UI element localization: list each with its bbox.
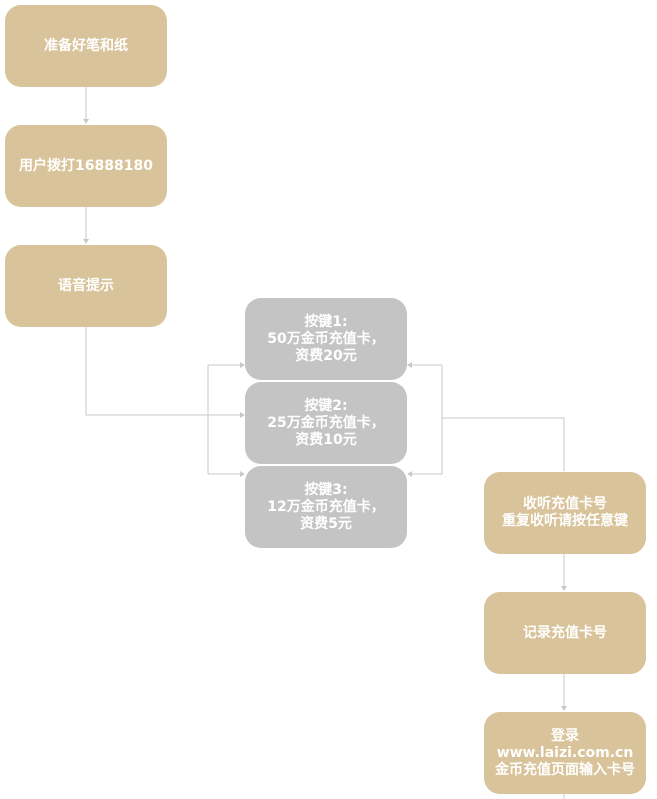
node-key1: 按键1: 50万金币充值卡， 资费20元: [245, 298, 407, 380]
arrowhead: [407, 362, 412, 368]
node-dial: 用户拨打16888180: [5, 125, 167, 207]
node-voice-prompt: 语音提示: [5, 245, 167, 327]
arrowhead: [561, 706, 567, 711]
node-key3: 按键3: 12万金币充值卡， 资费5元: [245, 466, 407, 548]
arrowhead: [240, 471, 245, 477]
edge-voice-prompt-to-keys: [85, 327, 208, 416]
arrowhead: [240, 412, 245, 418]
arrowhead: [407, 471, 412, 477]
edge-listen-to-keys: [442, 417, 565, 471]
node-login: 登录 www.laizi.com.cn 金币充值页面输入卡号: [484, 712, 646, 794]
node-record: 记录充值卡号: [484, 592, 646, 674]
arrowhead: [561, 586, 567, 591]
arrowhead: [240, 362, 245, 368]
node-key2: 按键2: 25万金币充值卡， 资费10元: [245, 382, 407, 464]
arrowhead: [83, 239, 89, 244]
node-prepare: 准备好笔和纸: [5, 5, 167, 87]
arrowhead: [83, 119, 89, 124]
node-listen: 收听充值卡号 重复收听请按任意键: [484, 472, 646, 554]
